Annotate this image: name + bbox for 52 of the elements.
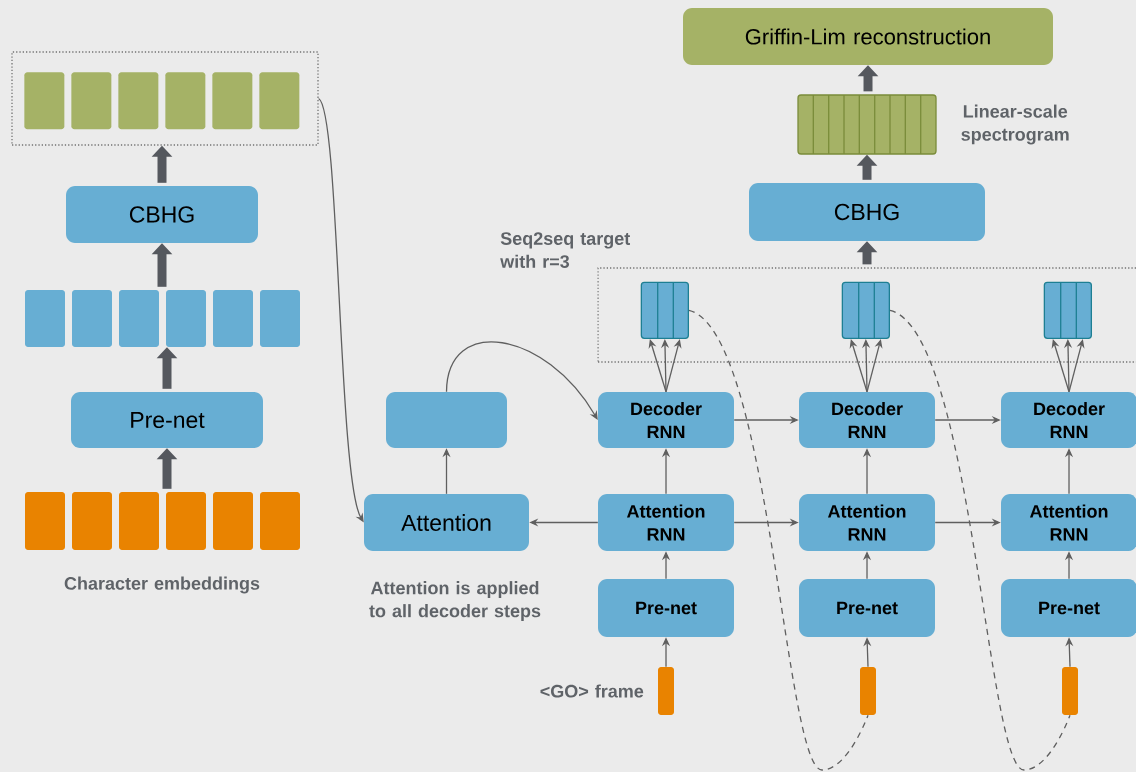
process-box: Decoder RNN <box>598 392 734 448</box>
caption: Attention is applied to all decoder steps <box>369 581 541 621</box>
process-box: Attention <box>364 494 529 551</box>
dashed-connector <box>688 309 869 771</box>
process-box: Pre-net <box>598 579 734 637</box>
process-box: Attention RNN <box>598 494 734 551</box>
process-box <box>386 392 507 448</box>
process-box: Griffin-Lim reconstruction <box>683 8 1053 65</box>
frame-bar <box>1062 667 1078 715</box>
process-box: Decoder RNN <box>1001 392 1136 448</box>
hidden-bar <box>119 290 159 347</box>
spectrogram-bar <box>797 94 937 155</box>
dashed-connector <box>889 309 1071 771</box>
output-bar <box>118 72 159 130</box>
frame-stack <box>640 281 689 340</box>
embedding-bar <box>119 492 159 550</box>
arrow <box>665 339 682 393</box>
caption: Character embeddings <box>64 576 260 594</box>
output-bar <box>165 72 206 130</box>
hidden-bar <box>25 290 65 347</box>
process-box: Decoder RNN <box>799 392 935 448</box>
frame-bar <box>658 667 674 715</box>
frame-stack <box>1043 281 1092 340</box>
process-box: Pre-net <box>71 392 263 448</box>
embedding-bar <box>166 492 206 550</box>
hidden-bar <box>166 290 206 347</box>
dotted-frame <box>11 51 319 146</box>
embedding-bar <box>25 492 65 550</box>
process-box: Pre-net <box>1001 579 1136 637</box>
process-box: CBHG <box>749 183 985 241</box>
process-box: Pre-net <box>799 579 935 637</box>
hidden-bar <box>72 290 112 347</box>
process-box: Attention RNN <box>1001 494 1136 551</box>
process-box: CBHG <box>66 186 258 243</box>
side-label: Linear-scale spectrogram <box>961 104 1069 145</box>
output-bar <box>212 72 253 130</box>
arrow <box>1068 339 1085 393</box>
arrow <box>445 341 598 420</box>
output-bar <box>24 72 65 130</box>
embedding-bar <box>260 492 300 550</box>
hidden-bar <box>213 290 253 347</box>
frame-heading: Seq2seq target with r=3 <box>500 232 630 268</box>
embedding-bar <box>72 492 112 550</box>
side-label: <GO> frame <box>540 684 644 698</box>
hidden-bar <box>260 290 300 347</box>
frame-bar <box>860 667 876 715</box>
embedding-bar <box>213 492 253 550</box>
frame-stack <box>841 281 890 340</box>
arrow <box>866 339 883 393</box>
process-box: Attention RNN <box>799 494 935 551</box>
output-bar <box>259 72 300 130</box>
output-bar <box>71 72 112 130</box>
